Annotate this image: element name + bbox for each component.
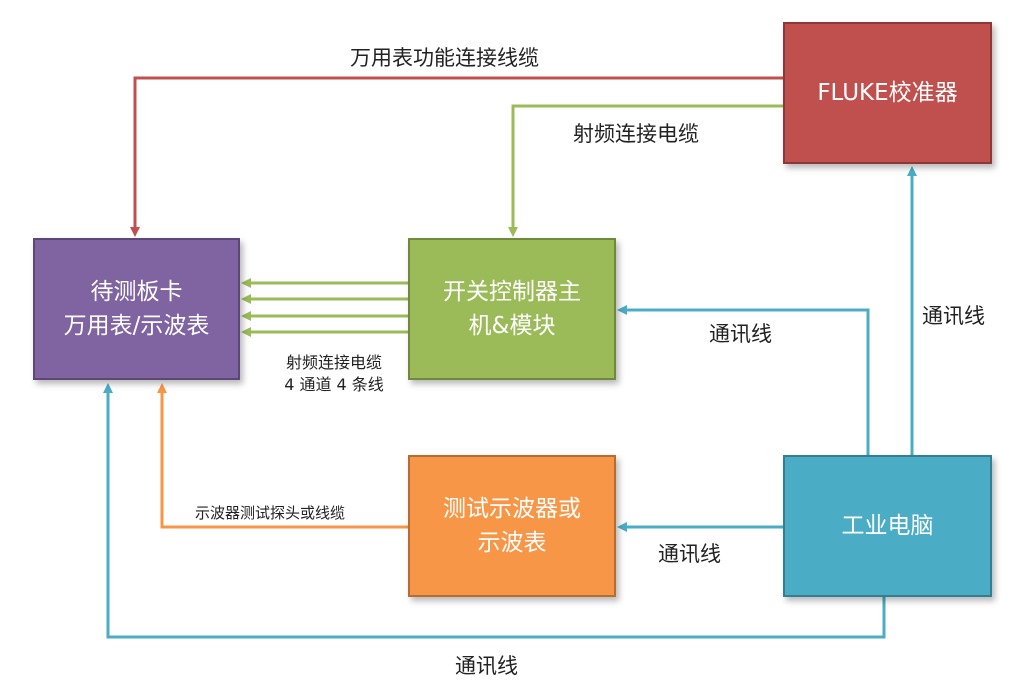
label-rf-cable-4ch: 射频连接电缆 4 通道 4 条线 xyxy=(272,352,396,396)
node-scope-label-line2: 示波表 xyxy=(477,530,547,556)
edge-comm-pc-switch xyxy=(617,305,870,455)
label-comm-pc-fluke: 通讯线 xyxy=(922,304,985,328)
label-comm-pc-scope: 通讯线 xyxy=(658,542,721,566)
label-comm-pc-switch: 通讯线 xyxy=(709,322,772,346)
label-rf-cable-top: 射频连接电缆 xyxy=(573,122,699,146)
label-rf-cable-4ch-line2: 4 通道 4 条线 xyxy=(284,375,384,394)
node-industrial-pc: 工业电脑 xyxy=(783,455,992,597)
edge-multimeter-cable xyxy=(130,76,783,237)
node-dut-label-line2: 万用表/示波表 xyxy=(63,313,210,339)
edge-comm-pc-dut xyxy=(103,383,886,639)
node-switch-label-line1: 开关控制器主 xyxy=(443,279,581,305)
node-dut-board: 待测板卡 万用表/示波表 xyxy=(33,238,240,380)
label-scope-probe: 示波器测试探头或线缆 xyxy=(195,504,346,522)
label-rf-cable-4ch-line1: 射频连接电缆 xyxy=(285,353,382,372)
node-fluke-calibrator: FLUKE校准器 xyxy=(783,22,992,164)
label-comm-pc-dut: 通讯线 xyxy=(455,654,518,678)
edge-rf-cable-fluke-switch xyxy=(508,104,783,237)
label-multimeter-cable: 万用表功能连接线缆 xyxy=(350,46,539,70)
node-switch-label-line2: 机&模块 xyxy=(468,313,556,339)
node-pc-label: 工业电脑 xyxy=(841,513,934,539)
node-dut-label-line1: 待测板卡 xyxy=(90,279,183,305)
node-fluke-label: FLUKE校准器 xyxy=(817,80,958,106)
node-test-oscilloscope: 测试示波器或 示波表 xyxy=(408,455,616,597)
node-scope-label-line1: 测试示波器或 xyxy=(443,496,581,522)
edge-scope-probe xyxy=(157,383,408,529)
node-switch-controller: 开关控制器主 机&模块 xyxy=(408,238,616,380)
